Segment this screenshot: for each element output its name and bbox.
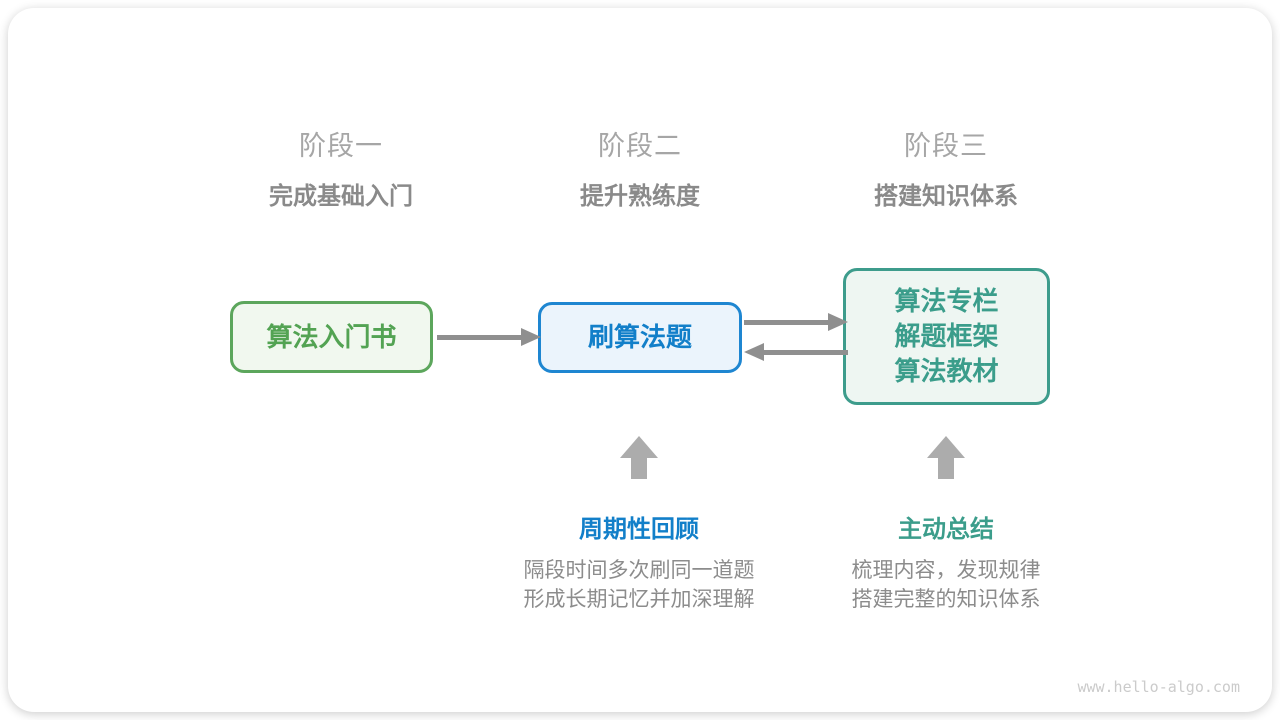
node-algorithm-intro-book: 算法入门书 xyxy=(230,301,433,373)
description-line: 搭建完整的知识体系 xyxy=(851,588,1041,611)
stage-2-subtitle: 提升熟练度 xyxy=(580,183,700,210)
right-arrow-book-to-practice-icon xyxy=(437,328,541,346)
site-watermark: www.hello-algo.com xyxy=(1077,678,1240,696)
node-knowledge-resources: 算法专栏 解题框架 算法教材 xyxy=(843,268,1050,405)
stage-1-title: 阶段一 xyxy=(299,131,383,161)
arrow-head xyxy=(744,343,764,361)
stage-3-subtitle: 搭建知识体系 xyxy=(874,183,1018,210)
periodic-review-label: 周期性回顾 xyxy=(579,516,699,543)
stage-2-title: 阶段二 xyxy=(598,131,682,161)
arrow-line xyxy=(762,349,848,355)
arrow-head xyxy=(927,436,965,458)
right-arrow-practice-to-resources-icon xyxy=(744,313,848,331)
description-line: 隔段时间多次刷同一道题 xyxy=(523,559,755,582)
node-label: 算法专栏 xyxy=(894,286,999,316)
arrow-head xyxy=(620,436,658,458)
arrow-line xyxy=(744,319,830,325)
node-practice-problems: 刷算法题 xyxy=(538,302,742,373)
diagram-card: 阶段一 完成基础入门 阶段二 提升熟练度 阶段三 搭建知识体系 算法入门书 刷算… xyxy=(8,8,1272,712)
description-line: 梳理内容，发现规律 xyxy=(851,559,1041,582)
arrow-line xyxy=(437,334,523,340)
left-arrow-resources-to-practice-icon xyxy=(744,343,848,361)
arrow-stem xyxy=(938,458,954,479)
periodic-review-description: 隔段时间多次刷同一道题 形成长期记忆并加深理解 xyxy=(479,556,799,614)
node-label: 解题框架 xyxy=(894,321,999,351)
node-label: 算法教材 xyxy=(894,356,999,386)
active-summary-label: 主动总结 xyxy=(898,516,994,543)
stage-3-title: 阶段三 xyxy=(904,131,988,161)
up-arrow-periodic-review-icon xyxy=(620,436,658,480)
arrow-head xyxy=(828,313,848,331)
arrow-stem xyxy=(631,458,647,479)
up-arrow-active-summary-icon xyxy=(927,436,965,480)
arrow-head xyxy=(521,328,541,346)
stage-1-subtitle: 完成基础入门 xyxy=(269,183,413,210)
node-label: 刷算法题 xyxy=(587,322,692,352)
description-line: 形成长期记忆并加深理解 xyxy=(523,588,755,611)
active-summary-description: 梳理内容，发现规律 搭建完整的知识体系 xyxy=(786,556,1106,614)
node-label: 算法入门书 xyxy=(266,321,397,352)
